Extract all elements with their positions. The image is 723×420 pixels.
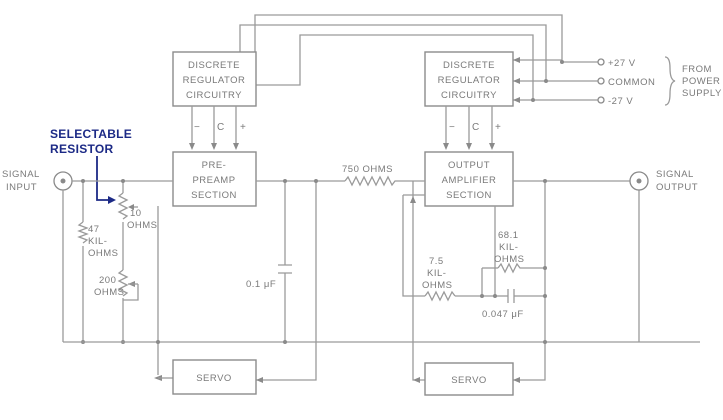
regulator-left-line-3: CIRCUITRY — [186, 90, 242, 101]
resistor-7-5k — [424, 290, 456, 302]
rail-plus-right: + — [495, 122, 501, 133]
regulator-right-line-1: DISCRETE — [443, 60, 495, 71]
plus-27v-terminal — [597, 58, 605, 66]
rail-arrows-right — [443, 106, 495, 150]
servo-right-out-arrow — [413, 377, 420, 383]
r75k-value: 7.5 — [429, 256, 444, 267]
regulator-left-line-1: DISCRETE — [188, 60, 240, 71]
junction-dot — [543, 266, 547, 270]
signal-input-jack-icon — [53, 171, 73, 191]
preamp-line-2: PREAMP — [192, 175, 235, 186]
regulator-left-line-2: REGULATOR — [183, 75, 246, 86]
r47k-value: 47 — [88, 224, 100, 235]
output-amp-line-2: AMPLIFIER — [442, 175, 497, 186]
r47k-unit-2: OHMS — [88, 248, 119, 259]
r200-value: 200 — [99, 275, 116, 286]
junction-dot — [480, 294, 484, 298]
r200-unit: OHMS — [94, 287, 125, 298]
supply-label: SUPPLY — [682, 88, 722, 99]
brace-icon — [664, 56, 676, 106]
potentiometer-200-ohm — [117, 269, 129, 297]
resistor-47k — [77, 221, 89, 244]
signal-output-line-1: SIGNAL — [656, 169, 694, 180]
r47k-unit-1: KIL- — [88, 236, 107, 247]
junction-dot — [121, 179, 125, 183]
output-amp-line-1: OUTPUT — [448, 160, 490, 171]
junction-dot — [156, 340, 160, 344]
preamp-block — [172, 151, 257, 207]
c01-label: 0.1 μF — [246, 279, 276, 290]
power-bus-wires — [239, 14, 598, 101]
minus-27v-terminal — [597, 96, 605, 104]
wiper-arrow — [128, 204, 134, 210]
servo-left-in-arrow — [256, 377, 263, 383]
junction-dot — [283, 179, 287, 183]
capacitor-0-047uf — [507, 289, 515, 303]
rail-arrows-left — [189, 106, 239, 150]
r681k-unit-2: OHMS — [494, 254, 525, 265]
capacitor-0-1uf — [278, 264, 292, 274]
servo-left-block — [172, 359, 257, 395]
rail-minus-right: − — [449, 122, 455, 133]
regulator-right-block — [424, 51, 514, 107]
regulator-right-line-3: CIRCUITRY — [441, 90, 497, 101]
junction-dot — [543, 179, 547, 183]
junction-dot — [81, 179, 85, 183]
regulator-left-block — [172, 51, 257, 107]
output-amp-line-3: SECTION — [446, 190, 492, 201]
rail-minus-left: − — [194, 122, 200, 133]
servo-right-block — [424, 362, 514, 396]
preamp-line-1: PRE- — [202, 160, 227, 171]
plus-27v-label: +27 V — [608, 58, 636, 69]
signal-output-jack-icon — [629, 171, 649, 191]
junction-dot — [543, 294, 547, 298]
callout-arrow — [96, 156, 109, 201]
output-amp-block — [424, 151, 514, 207]
junction-dot — [314, 179, 318, 183]
minus-27v-label: -27 V — [608, 96, 633, 107]
regulator-right-line-2: REGULATOR — [438, 75, 501, 86]
r10-unit: OHMS — [127, 220, 158, 231]
power-terminals — [597, 58, 605, 104]
signal-input-line-1: SIGNAL — [2, 169, 40, 180]
common-label: COMMON — [608, 77, 655, 88]
selectable-resistor-line-1: SELECTABLE — [50, 127, 132, 141]
r681k-value: 68.1 — [498, 230, 519, 241]
resistor-68-1k — [497, 262, 523, 274]
servo-right-in-arrow — [513, 377, 520, 383]
r75k-unit-1: KIL- — [427, 268, 446, 279]
junction-dot — [493, 294, 497, 298]
c047-label: 0.047 μF — [482, 309, 524, 320]
wire — [123, 284, 139, 301]
preamp-line-3: SECTION — [191, 190, 237, 201]
servo-right-label: SERVO — [451, 375, 487, 386]
middle-wiring — [63, 180, 700, 381]
from-label: FROM — [682, 64, 712, 75]
rail-common-left: C — [217, 122, 225, 133]
resistor-10-ohm — [117, 192, 129, 220]
resistor-750-ohm — [344, 175, 404, 187]
callout-arrowhead — [108, 196, 116, 204]
rail-common-right: C — [472, 122, 480, 133]
r681k-unit-1: KIL- — [499, 242, 518, 253]
input-wiring — [62, 180, 173, 342]
servo-left-label: SERVO — [196, 373, 232, 384]
r10-value: 10 — [130, 208, 142, 219]
common-terminal — [597, 77, 605, 85]
junction-dot — [543, 340, 547, 344]
junction-dot — [283, 340, 287, 344]
selectable-resistor-line-2: RESISTOR — [50, 142, 114, 156]
signal-output-line-2: OUTPUT — [656, 182, 698, 193]
rail-plus-left: + — [240, 122, 246, 133]
feedback-arrow — [410, 196, 416, 203]
r75k-unit-2: OHMS — [422, 280, 453, 291]
signal-input-line-2: INPUT — [6, 182, 37, 193]
power-label: POWER — [682, 76, 720, 87]
power-bus-junctions — [513, 57, 564, 103]
r750-label: 750 OHMS — [342, 164, 393, 175]
